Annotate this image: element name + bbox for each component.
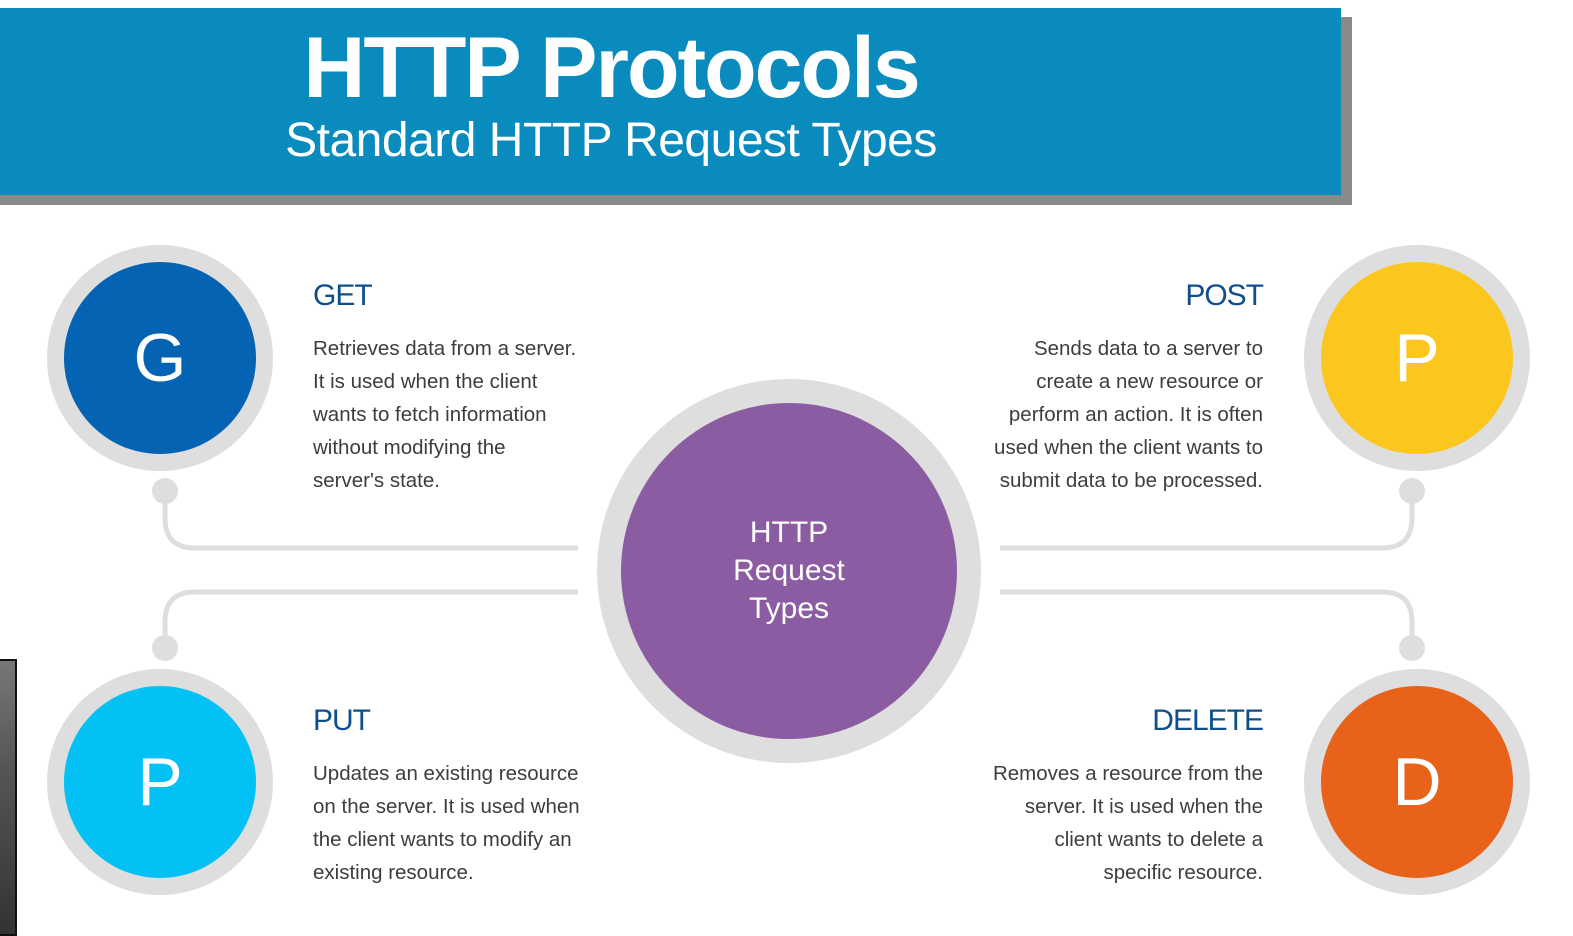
post-title: POST	[1185, 279, 1264, 312]
delete-badge: D	[1304, 669, 1530, 895]
connector-dot-get	[152, 478, 178, 504]
connector-put	[162, 589, 578, 648]
delete-title: DELETE	[1152, 704, 1264, 737]
put-badge-letter: P	[137, 744, 183, 820]
post-badge-letter: P	[1394, 320, 1440, 396]
get-title: GET	[313, 279, 373, 312]
center-hub-disc: HTTP Request Types	[621, 403, 957, 739]
get-badge: G	[47, 245, 273, 471]
connector-dot-delete	[1399, 635, 1425, 661]
connector-post	[1000, 492, 1415, 551]
get-badge-letter: G	[133, 320, 187, 396]
connector-get	[162, 492, 578, 551]
connector-delete	[1000, 589, 1415, 648]
page-title: HTTP Protocols	[303, 20, 921, 116]
put-description: Updates an existing resource on the serv…	[313, 762, 580, 884]
put-badge: P	[47, 669, 273, 895]
get-badge-disc: G	[64, 262, 256, 454]
center-hub-label: HTTP Request Types	[733, 516, 845, 625]
delete-badge-letter: D	[1392, 744, 1442, 820]
put-badge-disc: P	[64, 686, 256, 878]
put-title: PUT	[313, 704, 371, 737]
connector-dot-put	[152, 635, 178, 661]
post-badge: P	[1304, 245, 1530, 471]
page-subtitle: Standard HTTP Request Types	[285, 114, 937, 167]
webcam-overlay-frame	[0, 659, 17, 936]
center-hub: HTTP Request Types	[597, 379, 981, 763]
delete-description: Removes a resource from the server. It i…	[992, 762, 1263, 884]
title-banner	[0, 8, 1341, 195]
delete-badge-disc: D	[1321, 686, 1513, 878]
post-badge-disc: P	[1321, 262, 1513, 454]
post-description: Sends data to a server to create a new r…	[994, 337, 1263, 492]
connector-dot-post	[1399, 478, 1425, 504]
get-description: Retrieves data from a server. It is used…	[313, 337, 577, 492]
